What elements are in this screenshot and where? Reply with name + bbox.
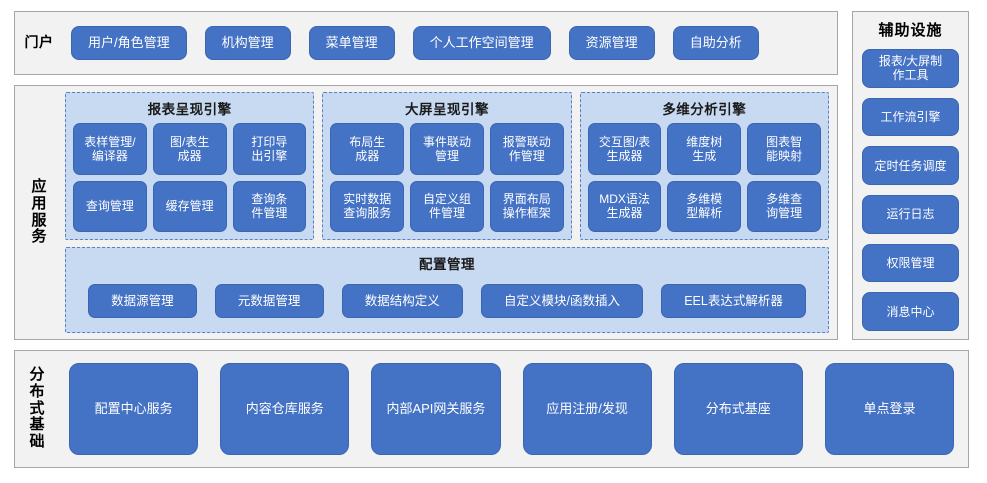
config-item-datasource[interactable]: 数据源管理: [88, 284, 197, 318]
auxiliary-facilities-items: 报表/大屏制 作工具 工作流引擎 定时任务调度 运行日志 权限管理 消息中心: [862, 49, 959, 332]
application-services-section: 应用服务 报表呈现引擎 表样管理/ 编译器 图/表生 成器 打印导 出引擎 查询…: [14, 85, 838, 340]
portal-item-self-service[interactable]: 自助分析: [672, 26, 759, 60]
aux-item-workflow-engine[interactable]: 工作流引擎: [862, 97, 959, 137]
config-item-metadata[interactable]: 元数据管理: [214, 284, 324, 318]
config-management-items: 数据源管理 元数据管理 数据结构定义 自定义模块/函数插入 EEL表达式解析器: [74, 278, 820, 324]
aux-item-report-designer[interactable]: 报表/大屏制 作工具: [862, 49, 959, 88]
aux-item-message-center[interactable]: 消息中心: [862, 292, 959, 332]
config-item-eel-parser[interactable]: EEL表达式解析器: [661, 284, 806, 318]
engine-item-olap-query[interactable]: 多维查 询管理: [747, 180, 821, 232]
portal-item-resource[interactable]: 资源管理: [568, 26, 655, 60]
engine-item-event-linkage[interactable]: 事件联动 管理: [410, 123, 484, 175]
engine-item-custom-component[interactable]: 自定义组 件管理: [410, 180, 484, 232]
infra-item-content-repository[interactable]: 内容仓库服务: [220, 363, 350, 455]
auxiliary-facilities-body: 辅助设施 报表/大屏制 作工具 工作流引擎 定时任务调度 运行日志 权限管理 消…: [853, 12, 968, 339]
infra-item-sso[interactable]: 单点登录: [824, 363, 955, 455]
portal-items: 用户/角色管理 机构管理 菜单管理 个人工作空间管理 资源管理 自助分析: [71, 12, 829, 74]
distributed-infrastructure-items: 配置中心服务 内容仓库服务 内部API网关服务 应用注册/发现 分布式基座 单点…: [65, 351, 958, 467]
distributed-infrastructure-section: 分布式基础 配置中心服务 内容仓库服务 内部API网关服务 应用注册/发现 分布…: [14, 350, 969, 468]
portal-item-user-role[interactable]: 用户/角色管理: [71, 26, 187, 60]
engine-group-olap: 多维分析引擎 交互图/表 生成器 维度树 生成 图表智 能映射 MDX语法 生成…: [579, 92, 829, 240]
engine-group-report: 报表呈现引擎 表样管理/ 编译器 图/表生 成器 打印导 出引擎 查询管理 缓存…: [65, 92, 315, 240]
config-item-data-structure[interactable]: 数据结构定义: [341, 284, 463, 318]
aux-item-permission[interactable]: 权限管理: [862, 243, 959, 283]
infra-item-api-gateway[interactable]: 内部API网关服务: [371, 363, 501, 455]
engine-item-dimension-tree[interactable]: 维度树 生成: [667, 123, 742, 175]
portal-item-org[interactable]: 机构管理: [204, 26, 291, 60]
engine-group-bigscreen-title: 大屏呈现引擎: [404, 102, 489, 117]
aux-item-runtime-log[interactable]: 运行日志: [862, 195, 959, 234]
config-item-custom-module[interactable]: 自定义模块/函数插入: [480, 284, 644, 318]
engine-item-realtime-query[interactable]: 实时数据 查询服务: [330, 180, 405, 232]
distributed-infrastructure-label-text: 分布式基础: [29, 366, 46, 451]
engine-item-template-editor[interactable]: 表样管理/ 编译器: [73, 123, 147, 175]
engine-item-chart-mapping[interactable]: 图表智 能映射: [747, 123, 821, 175]
portal-section: 门户 用户/角色管理 机构管理 菜单管理 个人工作空间管理 资源管理 自助分析: [14, 11, 838, 75]
engine-item-alarm-action[interactable]: 报警联动 作管理: [489, 123, 564, 175]
auxiliary-facilities-title: 辅助设施: [878, 22, 943, 39]
config-management-title: 配置管理: [419, 257, 475, 272]
application-services-label: 应用服务: [15, 86, 63, 339]
engine-item-query-condition[interactable]: 查询条 件管理: [232, 180, 307, 232]
engine-item-print-export[interactable]: 打印导 出引擎: [232, 123, 307, 175]
engine-group-bigscreen-items: 布局生 成器 事件联动 管理 报警联动 作管理 实时数据 查询服务 自定义组 件…: [330, 123, 564, 232]
engine-group-report-title: 报表呈现引擎: [147, 102, 232, 117]
application-services-body: 报表呈现引擎 表样管理/ 编译器 图/表生 成器 打印导 出引擎 查询管理 缓存…: [65, 92, 829, 333]
portal-section-label: 门户: [24, 34, 54, 51]
engine-item-query-management[interactable]: 查询管理: [73, 180, 147, 232]
infra-item-app-registry[interactable]: 应用注册/发现: [522, 363, 652, 455]
application-services-label-text: 应用服务: [31, 177, 48, 246]
engine-item-cache-management[interactable]: 缓存管理: [152, 180, 227, 232]
engine-group-bigscreen: 大屏呈现引擎 布局生 成器 事件联动 管理 报警联动 作管理 实时数据 查询服务…: [322, 92, 572, 240]
config-management-group: 配置管理 数据源管理 元数据管理 数据结构定义 自定义模块/函数插入 EEL表达…: [65, 247, 829, 333]
engine-item-ui-layout-framework[interactable]: 界面布局 操作框架: [489, 180, 564, 232]
engine-item-interactive-chart[interactable]: 交互图/表 生成器: [587, 123, 662, 175]
aux-item-scheduled-task[interactable]: 定时任务调度: [862, 146, 959, 186]
portal-item-menu[interactable]: 菜单管理: [308, 26, 395, 60]
infra-item-config-center[interactable]: 配置中心服务: [69, 363, 199, 455]
engine-groups: 报表呈现引擎 表样管理/ 编译器 图/表生 成器 打印导 出引擎 查询管理 缓存…: [65, 92, 829, 240]
engine-item-chart-generator[interactable]: 图/表生 成器: [152, 123, 227, 175]
distributed-infrastructure-label: 分布式基础: [15, 351, 59, 467]
portal-item-workspace[interactable]: 个人工作空间管理: [412, 26, 551, 60]
engine-item-mdx-generator[interactable]: MDX语法 生成器: [587, 180, 662, 232]
engine-item-layout-generator[interactable]: 布局生 成器: [330, 123, 405, 175]
engine-group-report-items: 表样管理/ 编译器 图/表生 成器 打印导 出引擎 查询管理 缓存管理 查询条 …: [73, 123, 307, 232]
infra-item-distributed-base[interactable]: 分布式基座: [673, 363, 803, 455]
auxiliary-facilities-section: 辅助设施 报表/大屏制 作工具 工作流引擎 定时任务调度 运行日志 权限管理 消…: [852, 11, 969, 340]
engine-group-olap-title: 多维分析引擎: [662, 102, 747, 117]
engine-item-model-parser[interactable]: 多维模 型解析: [667, 180, 742, 232]
engine-group-olap-items: 交互图/表 生成器 维度树 生成 图表智 能映射 MDX语法 生成器 多维模 型…: [587, 123, 821, 232]
